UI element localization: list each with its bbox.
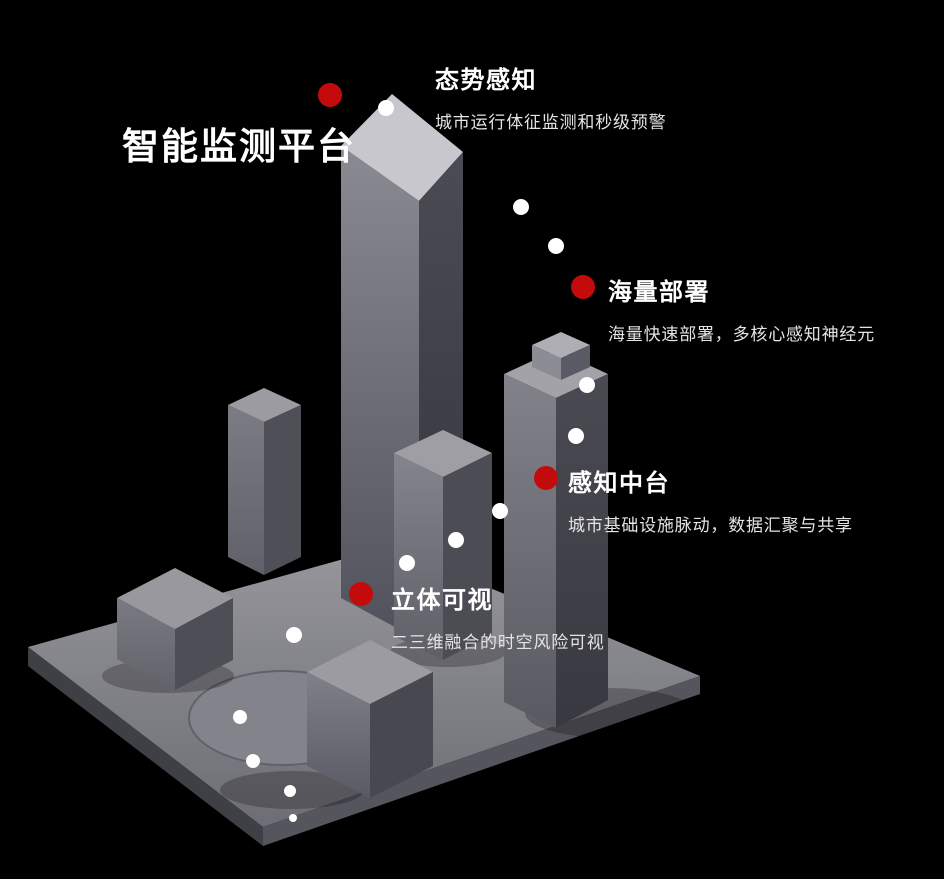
annotation-description: 城市运行体征监测和秒级预警	[435, 113, 667, 132]
trail-dot	[246, 754, 260, 768]
annotation-label: 立体可视	[391, 587, 493, 614]
trail-dot	[448, 532, 464, 548]
annotation-massive-deployment: 海量部署 海量快速部署，多核心感知神经元	[608, 272, 875, 345]
annotation-situational-awareness: 态势感知 城市运行体征监测和秒级预警	[435, 60, 666, 133]
trail-dot	[399, 555, 415, 571]
trail-dot	[492, 503, 508, 519]
red-marker-dot	[349, 582, 373, 606]
red-marker-dot	[534, 466, 558, 490]
building-center	[394, 430, 492, 660]
trail-dot	[579, 377, 595, 393]
annotation-description: 海量快速部署，多核心感知神经元	[608, 325, 875, 344]
annotation-description: 城市基础设施脉动，数据汇聚与共享	[568, 516, 853, 535]
building-main-tower-roof	[341, 94, 463, 201]
building-right-tower	[504, 332, 608, 728]
trail-dot	[568, 428, 584, 444]
red-marker-dot	[318, 83, 342, 107]
annotation-perception-platform: 感知中台 城市基础设施脉动，数据汇聚与共享	[568, 463, 853, 536]
trail-dot	[289, 814, 297, 822]
trail-dot	[513, 199, 529, 215]
trail-dot	[284, 785, 296, 797]
annotation-3d-visualization: 立体可视 二三维融合的时空风险可视	[391, 580, 605, 653]
annotation-label: 感知中台	[568, 470, 670, 497]
building-left-low	[117, 568, 233, 690]
trail-dot	[233, 710, 247, 724]
red-marker-dot	[571, 275, 595, 299]
trail-dot	[286, 627, 302, 643]
building-left-slim	[228, 388, 301, 575]
annotation-description: 二三维融合的时空风险可视	[391, 633, 605, 652]
platform-side-left	[28, 647, 263, 846]
building-front	[307, 640, 433, 798]
dotted-trail	[233, 100, 595, 822]
annotation-label: 海量部署	[608, 279, 710, 306]
page-title: 智能监测平台	[122, 126, 356, 167]
platform-side-right	[263, 676, 700, 846]
trail-dot	[548, 238, 564, 254]
red-markers	[318, 83, 595, 606]
annotation-label: 态势感知	[435, 67, 537, 94]
trail-dot	[378, 100, 394, 116]
